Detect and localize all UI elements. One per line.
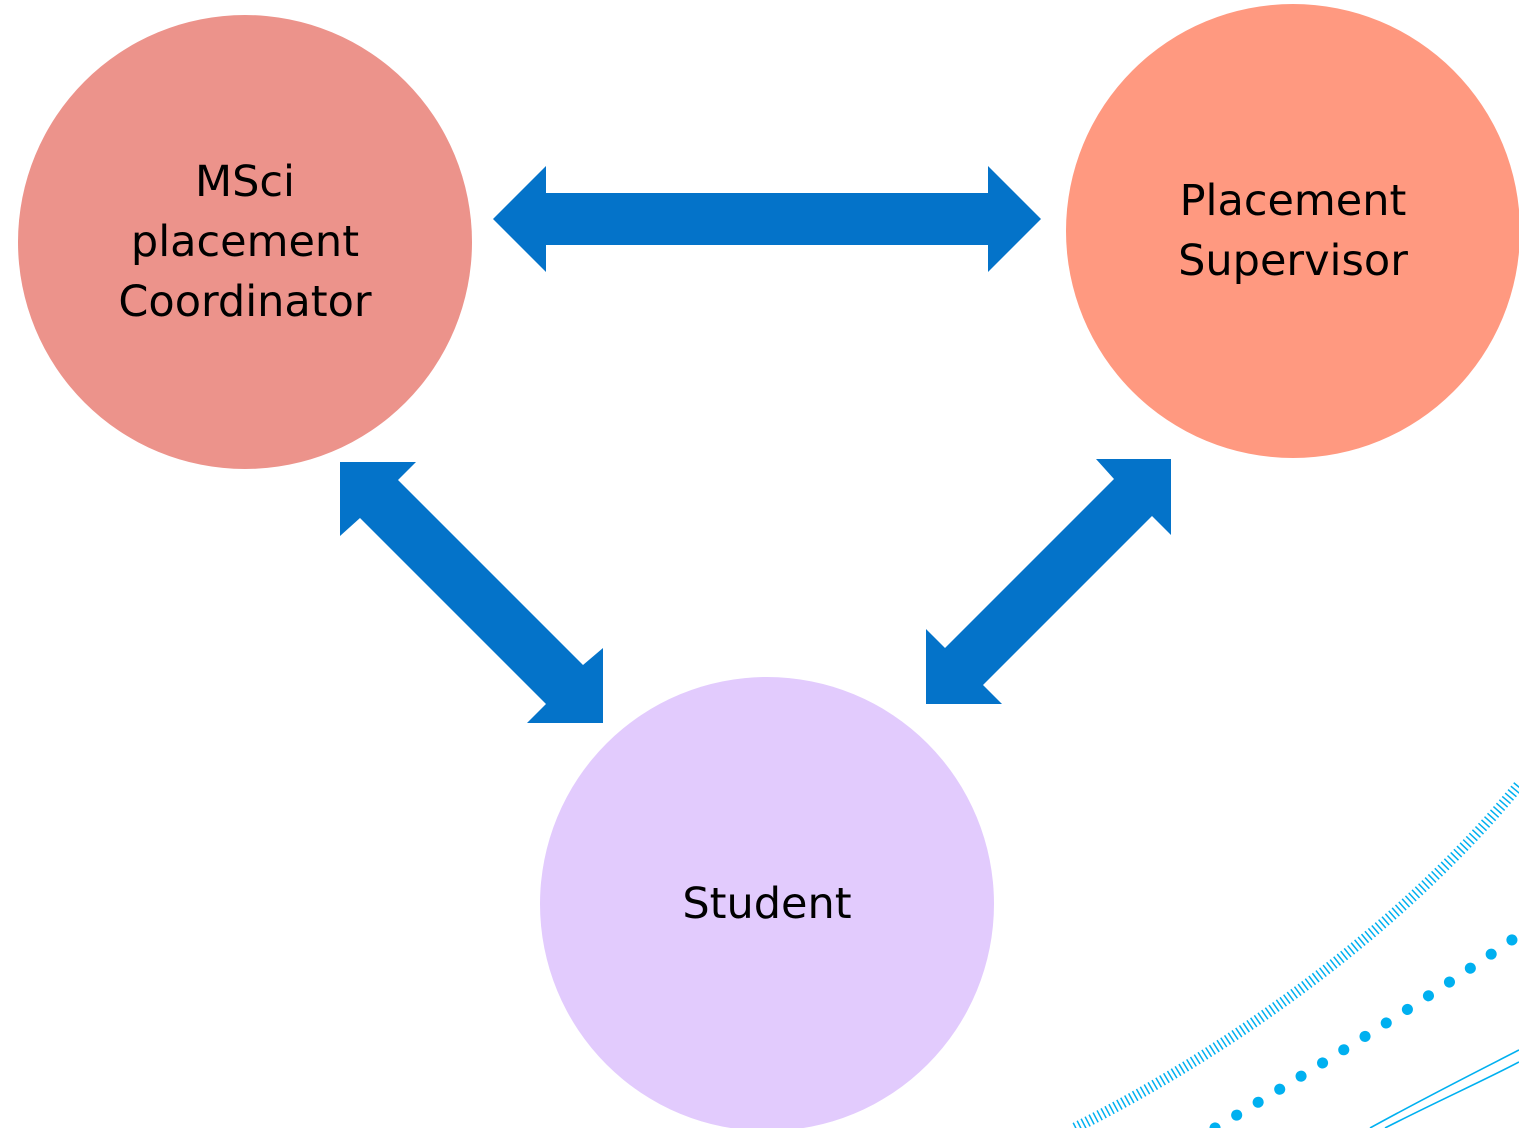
swoosh-dotted-line [1209, 929, 1519, 1128]
swoosh-thin-line-2 [1384, 1061, 1519, 1128]
coordinator-node: MSci placement Coordinator [18, 15, 472, 469]
coordinator-label: MSci placement Coordinator [118, 157, 372, 327]
swoosh-hatched-line [1072, 781, 1519, 1128]
arrow-coordinator-student [340, 462, 603, 723]
student-label: Student [682, 879, 852, 929]
arrow-supervisor-student [926, 459, 1171, 704]
student-node: Student [540, 677, 994, 1128]
supervisor-node: Placement Supervisor [1066, 4, 1519, 458]
swoosh-thin-line-1 [1369, 1049, 1519, 1128]
arrow-coordinator-supervisor [493, 166, 1041, 272]
supervisor-label: Placement Supervisor [1178, 176, 1408, 286]
